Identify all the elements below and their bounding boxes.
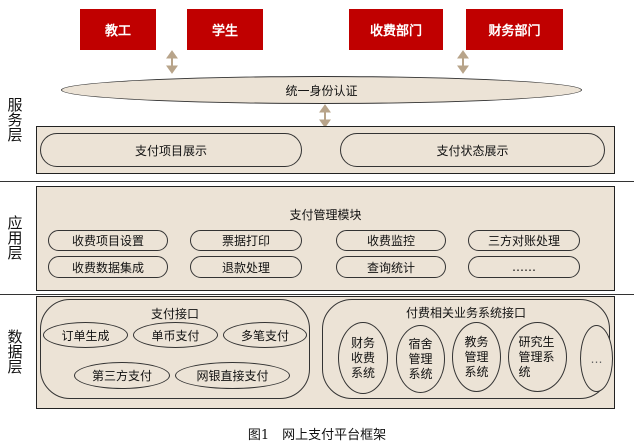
divider (0, 181, 634, 182)
double-arrow-icon (457, 50, 469, 74)
user-box-staff: 教工 (80, 9, 156, 50)
module-item: 收费数据集成 (48, 256, 168, 278)
payment-interface-item: 网银直接支付 (175, 362, 290, 389)
business-system: 宿舍管理系统 (396, 325, 445, 393)
user-box-finance-dept: 财务部门 (466, 9, 563, 50)
figure-caption: 图1 网上支付平台框架 (247, 428, 387, 442)
payment-interface-item: 单币支付 (133, 322, 218, 348)
module-item: 退款处理 (190, 256, 302, 278)
business-system: 教务管理系统 (452, 322, 501, 392)
module-item: 票据打印 (190, 230, 302, 251)
double-arrow-icon (166, 50, 178, 74)
business-system-more: … (580, 325, 613, 392)
user-box-fee-dept: 收费部门 (349, 9, 443, 50)
business-system: 财务收费系统 (338, 322, 388, 394)
payment-interface-item: 订单生成 (43, 322, 128, 348)
module-item: …… (468, 256, 580, 278)
payment-status-display: 支付状态展示 (340, 133, 605, 167)
layer-label-data: 数据层 (7, 327, 23, 376)
divider (0, 294, 634, 295)
module-title: 支付管理模块 (289, 208, 362, 222)
module-item: 查询统计 (336, 256, 446, 278)
module-item: 三方对账处理 (468, 230, 580, 251)
user-box-student: 学生 (187, 9, 263, 50)
payment-item-display: 支付项目展示 (40, 133, 302, 167)
business-system: 研究生管理系统 (508, 322, 567, 392)
layer-label-application: 应用层 (7, 213, 23, 262)
unified-auth: 统一身份认证 (61, 76, 582, 104)
payment-interface-item: 多笔支付 (223, 322, 307, 348)
module-item: 收费监控 (336, 230, 446, 251)
double-arrow-icon (319, 104, 331, 128)
module-item: 收费项目设置 (48, 230, 168, 251)
payment-interface-item: 第三方支付 (74, 362, 170, 389)
payment-interface-title: 支付接口 (150, 307, 199, 321)
layer-label-service: 服务层 (7, 95, 23, 144)
business-interface-title: 付费相关业务系统接口 (405, 306, 526, 320)
